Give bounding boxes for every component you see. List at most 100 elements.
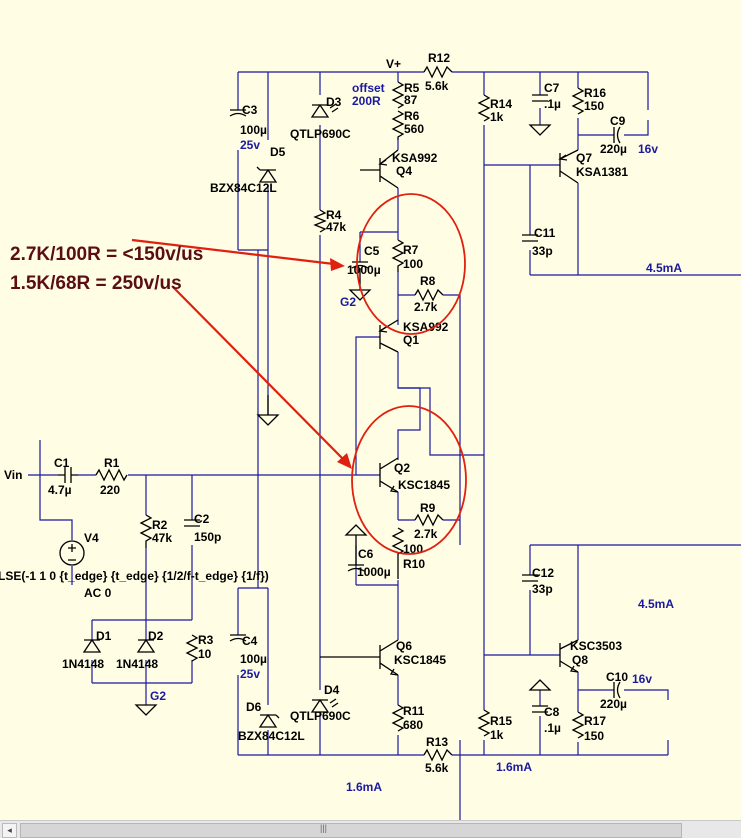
r4-name: R4 bbox=[326, 208, 342, 222]
q7-transistor bbox=[558, 149, 579, 184]
d4-name: D4 bbox=[324, 683, 340, 697]
r6-value: 560 bbox=[404, 122, 424, 136]
r1-resistor bbox=[95, 468, 128, 482]
c3-rating: 25v bbox=[240, 138, 260, 152]
c7-capacitor bbox=[532, 94, 548, 102]
r16-name: R16 bbox=[584, 86, 606, 100]
c2-name: C2 bbox=[194, 512, 210, 526]
c8-name: C8 bbox=[544, 705, 560, 719]
r11-name: R11 bbox=[403, 704, 425, 718]
r9-value: 2.7k bbox=[414, 527, 438, 541]
q8-transistor bbox=[559, 639, 579, 673]
r11-value: 680 bbox=[403, 718, 423, 732]
d6-name: D6 bbox=[246, 700, 262, 714]
c10-rating: 16v bbox=[632, 672, 652, 686]
v4-name: V4 bbox=[84, 531, 99, 545]
c4-name: C4 bbox=[242, 634, 258, 648]
q4-transistor bbox=[360, 149, 399, 189]
d4-led bbox=[310, 698, 339, 713]
q7-part: KSA1381 bbox=[576, 165, 628, 179]
c11-value: 33p bbox=[532, 244, 553, 258]
transistors bbox=[320, 149, 579, 676]
ground-symbol bbox=[344, 524, 368, 565]
c1-value: 4.7µ bbox=[48, 483, 72, 497]
c6-value: 1000µ bbox=[357, 565, 391, 579]
ground-symbol bbox=[134, 704, 158, 716]
net-g2-top: G2 bbox=[340, 295, 356, 309]
q6-transistor bbox=[320, 639, 399, 676]
scroll-left-arrow-icon[interactable]: ◂ bbox=[2, 823, 17, 838]
r2-name: R2 bbox=[152, 518, 168, 532]
c11-capacitor bbox=[522, 234, 538, 242]
c9-name: C9 bbox=[610, 114, 626, 128]
r6-name: R6 bbox=[404, 109, 420, 123]
highlight-circle-top bbox=[356, 193, 466, 335]
r1-name: R1 bbox=[104, 456, 120, 470]
c8-value: .1µ bbox=[544, 721, 561, 735]
q8-part: KSC3503 bbox=[570, 639, 622, 653]
r4-resistor bbox=[313, 209, 327, 233]
q2-name: Q2 bbox=[394, 461, 410, 475]
current-top-right: 4.5mA bbox=[646, 261, 682, 275]
highlight-circle-bottom bbox=[351, 405, 467, 555]
d5-zener bbox=[256, 166, 278, 183]
r14-name: R14 bbox=[490, 97, 512, 111]
r3-name: R3 bbox=[198, 633, 214, 647]
c9-capacitor bbox=[613, 126, 621, 144]
r2-value: 47k bbox=[152, 531, 172, 545]
r2-resistor bbox=[139, 514, 153, 548]
q4-name: Q4 bbox=[396, 164, 412, 178]
q4-part: KSA992 bbox=[392, 151, 438, 165]
d6-zener bbox=[258, 713, 280, 728]
c12-name: C12 bbox=[532, 566, 554, 580]
c7-name: C7 bbox=[544, 81, 560, 95]
c10-name: C10 bbox=[606, 670, 628, 684]
r7-resistor bbox=[391, 239, 405, 272]
r3-resistor bbox=[185, 634, 199, 662]
d6-part: BZX84C12L bbox=[238, 729, 305, 743]
r17-value: 150 bbox=[584, 729, 604, 743]
r16-resistor bbox=[571, 87, 585, 115]
r5-value: 87 bbox=[404, 93, 418, 107]
arrow-lower-head bbox=[337, 453, 352, 469]
r12-value: 5.6k bbox=[425, 79, 449, 93]
r5-resistor bbox=[391, 81, 405, 109]
r6-resistor bbox=[391, 110, 405, 140]
v4-source-text: LSE(-1 1 0 {t_edge} {t_edge} {1/2/f-t_ed… bbox=[0, 569, 269, 583]
c12-capacitor bbox=[522, 574, 538, 582]
c9-value: 220µ bbox=[600, 142, 627, 156]
current-mid-right: 4.5mA bbox=[638, 597, 674, 611]
r4-value: 47k bbox=[326, 220, 346, 234]
r9-name: R9 bbox=[420, 501, 436, 515]
c10-capacitor bbox=[613, 681, 621, 699]
net-g2-bottom: G2 bbox=[150, 689, 166, 703]
annotations: 2.7K/100R = <150v/us 1.5K/68R = 250v/us bbox=[10, 193, 467, 555]
v4-source bbox=[59, 540, 85, 566]
r11-resistor bbox=[391, 704, 405, 732]
ground-symbol bbox=[528, 124, 552, 136]
arrow-upper bbox=[131, 238, 335, 266]
q1-part: KSA992 bbox=[403, 320, 449, 334]
d1-diode bbox=[82, 638, 102, 653]
r9-resistor bbox=[414, 513, 444, 527]
scroll-thumb[interactable] bbox=[20, 823, 682, 838]
d3-led bbox=[310, 103, 339, 118]
c3-name: C3 bbox=[242, 103, 258, 117]
r16-value: 150 bbox=[584, 99, 604, 113]
c12-value: 33p bbox=[532, 582, 553, 596]
c2-capacitor bbox=[184, 519, 200, 527]
d2-diode bbox=[136, 638, 156, 653]
c3-capacitor bbox=[229, 109, 247, 117]
r8-value: 2.7k bbox=[414, 300, 438, 314]
ground-symbol bbox=[528, 679, 552, 691]
capacitors bbox=[58, 94, 621, 713]
q8-name: Q8 bbox=[572, 653, 588, 667]
offset-label: offset bbox=[352, 81, 385, 95]
r8-name: R8 bbox=[420, 274, 436, 288]
q6-name: Q6 bbox=[396, 639, 412, 653]
ground-symbol bbox=[256, 395, 280, 426]
v4-ac: AC 0 bbox=[84, 586, 112, 600]
d3-name: D3 bbox=[326, 95, 342, 109]
horizontal-scrollbar[interactable]: ◂ ||| bbox=[0, 820, 741, 838]
r8-resistor bbox=[414, 288, 444, 302]
